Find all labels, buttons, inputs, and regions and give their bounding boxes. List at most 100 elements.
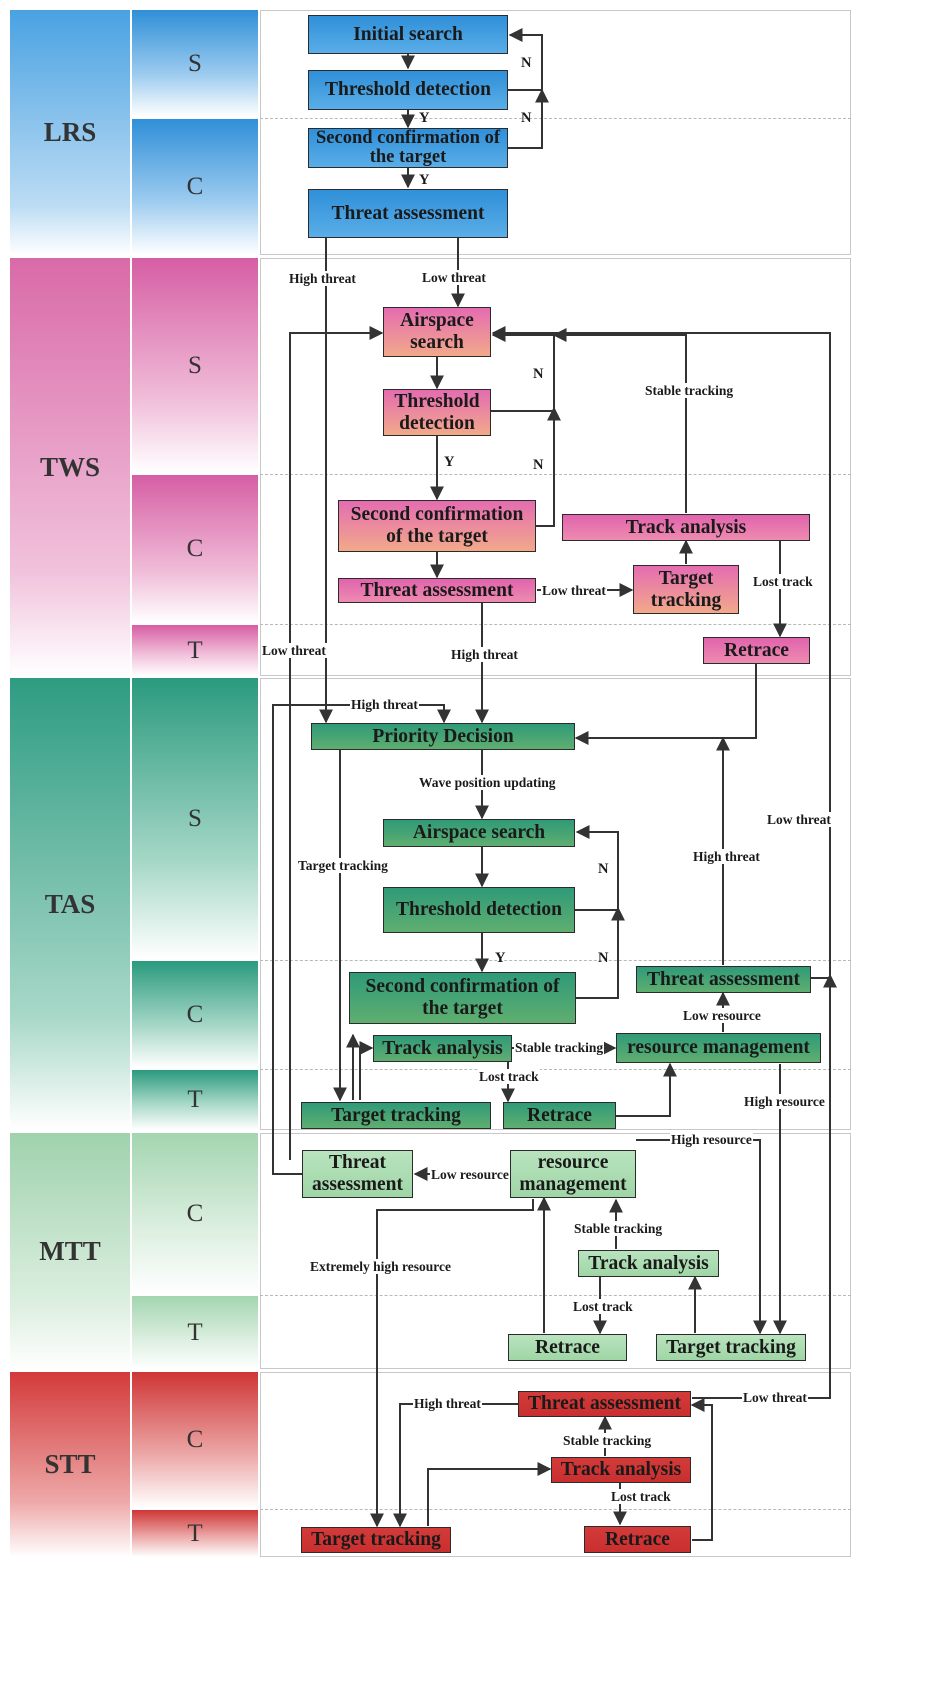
- edge: [491, 328, 555, 412]
- tas-airspace-search-box: Airspace search: [383, 819, 575, 847]
- lane-divider: [260, 1295, 851, 1296]
- edge: [427, 1462, 552, 1526]
- edge-label-y: Y: [444, 454, 455, 470]
- lane-divider: [260, 1509, 851, 1510]
- lrs-threshold-detection-box: Threshold detection: [308, 70, 508, 110]
- tas-resource-management-box: resource management: [616, 1033, 821, 1063]
- edge: [359, 1041, 374, 1100]
- tws-airspace-search-box: Airspace search: [383, 307, 491, 357]
- lrs-second-confirmation-box: Second confirmation of the target: [308, 128, 508, 168]
- stt-track-analysis-box: Track analysis: [551, 1457, 691, 1483]
- edge: [575, 825, 619, 911]
- edge: [536, 406, 561, 527]
- edge: [508, 88, 549, 149]
- tws-threat-assessment-box: Threat assessment: [338, 578, 536, 603]
- edge-label-lost-track: Lost track: [752, 574, 814, 589]
- mode-lrs-label: LRS: [10, 10, 130, 255]
- edge: [576, 906, 625, 999]
- edge-label-stable-tracking: Stable tracking: [644, 383, 735, 398]
- tas-second-confirmation-box: Second confirmation of the target: [349, 972, 576, 1024]
- lane-tws: [260, 258, 851, 676]
- tas-target-tracking-box: Target tracking: [301, 1102, 491, 1129]
- edge: [692, 973, 837, 1399]
- mtt-sub-c: C: [132, 1133, 258, 1294]
- edge: [508, 28, 543, 91]
- edge-label-high-threat: High threat: [288, 271, 357, 286]
- lane-divider: [260, 474, 851, 475]
- edge-label-lost-track: Lost track: [478, 1069, 540, 1084]
- edge-label-y: Y: [419, 172, 430, 188]
- stt-sub-c: C: [132, 1372, 258, 1508]
- mode-mtt-label: MTT: [10, 1133, 130, 1369]
- edge-label-low-threat: Low threat: [421, 270, 487, 285]
- tws-second-confirmation-box: Second confirmation of the target: [338, 500, 536, 552]
- edge-label-n: N: [598, 861, 609, 877]
- edge-label-n: N: [533, 457, 544, 473]
- edge-label-low-threat: Low threat: [261, 643, 327, 658]
- tas-retrace-box: Retrace: [503, 1102, 616, 1129]
- tas-track-analysis-box: Track analysis: [373, 1035, 512, 1062]
- tas-sub-t: T: [132, 1070, 258, 1130]
- edge-label-high-threat: High threat: [450, 647, 519, 662]
- mtt-track-analysis-box: Track analysis: [578, 1250, 719, 1277]
- edge-label-wave-position: Wave position updating: [418, 775, 557, 790]
- stt-sub-t: T: [132, 1510, 258, 1557]
- edge-label-y: Y: [419, 110, 430, 126]
- edge-label-high-threat: High threat: [413, 1396, 482, 1411]
- mtt-resource-management-box: resource management: [510, 1150, 636, 1198]
- edge-label-n: N: [521, 110, 532, 126]
- lane-lrs: [260, 10, 851, 255]
- edge: [690, 1398, 713, 1541]
- edge: [491, 326, 831, 979]
- lrs-sub-c: C: [132, 119, 258, 255]
- edge-label-high-threat: High threat: [692, 849, 761, 864]
- tas-threshold-detection-box: Threshold detection: [383, 887, 575, 933]
- stt-retrace-box: Retrace: [584, 1526, 691, 1553]
- edge-label-lost-track: Lost track: [610, 1489, 672, 1504]
- lrs-initial-search-box: Initial search: [308, 15, 508, 54]
- edge: [616, 1062, 677, 1117]
- edge: [272, 704, 451, 1175]
- lane-divider: [260, 624, 851, 625]
- edge-label-low-resource: Low resource: [682, 1008, 762, 1023]
- edge-label-target-tracking: Target tracking: [297, 858, 389, 873]
- edge: [289, 326, 384, 1160]
- edge-label-low-threat: Low threat: [541, 583, 607, 598]
- lane-divider: [260, 118, 851, 119]
- lane-stt: [260, 1372, 851, 1557]
- lrs-threat-assessment-box: Threat assessment: [308, 189, 508, 238]
- mtt-sub-t: T: [132, 1296, 258, 1369]
- mtt-target-tracking-box: Target tracking: [656, 1334, 806, 1361]
- mode-stt-label: STT: [10, 1372, 130, 1557]
- edge-label-stable-tracking: Stable tracking: [573, 1221, 664, 1236]
- edge-label-stable-tracking: Stable tracking: [514, 1040, 605, 1055]
- edge-label-y: Y: [495, 950, 506, 966]
- edge-label-low-threat: Low threat: [742, 1390, 808, 1405]
- edge-label-lost-track: Lost track: [572, 1299, 634, 1314]
- lane-tas: [260, 678, 851, 1130]
- tws-track-analysis-box: Track analysis: [562, 514, 810, 541]
- edge-label-stable-tracking: Stable tracking: [562, 1433, 653, 1448]
- edge-label-n: N: [533, 366, 544, 382]
- edge-label-n: N: [521, 55, 532, 71]
- tws-sub-s: S: [132, 258, 258, 473]
- stt-target-tracking-box: Target tracking: [301, 1527, 451, 1553]
- tas-sub-s: S: [132, 678, 258, 959]
- lane-mtt: [260, 1133, 851, 1369]
- stt-threat-assessment-box: Threat assessment: [518, 1391, 691, 1417]
- edge-label-high-resource: High resource: [743, 1094, 826, 1109]
- edge: [552, 328, 687, 513]
- lane-divider: [260, 960, 851, 961]
- edge-label-n: N: [598, 950, 609, 966]
- tws-sub-c: C: [132, 475, 258, 623]
- tws-retrace-box: Retrace: [703, 637, 810, 664]
- edge-label-extremely-high-resource: Extremely high resource: [309, 1259, 452, 1274]
- mtt-threat-assessment-box: Threat assessment: [302, 1150, 413, 1198]
- edge-label-low-resource: Low resource: [430, 1167, 510, 1182]
- lrs-sub-s: S: [132, 10, 258, 117]
- edge: [636, 1139, 767, 1335]
- edge-label-high-resource: High resource: [670, 1132, 753, 1147]
- edge: [393, 1403, 520, 1528]
- edge-label-low-threat: Low threat: [766, 812, 832, 827]
